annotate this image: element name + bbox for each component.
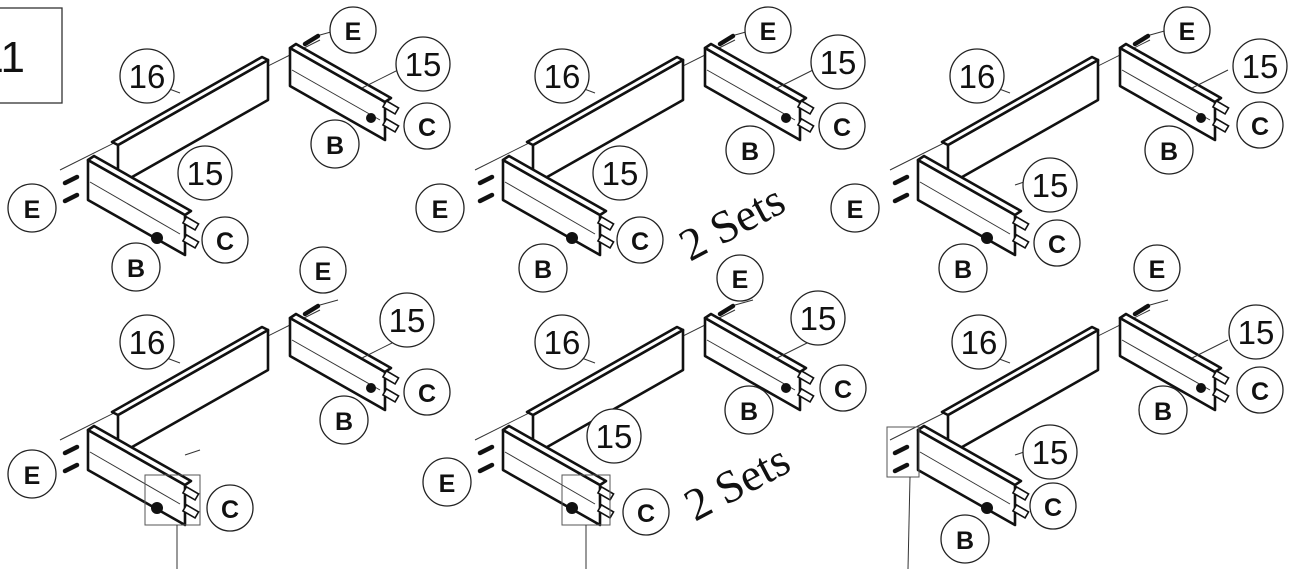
hardware-label-b: B bbox=[954, 256, 972, 284]
part-label-16: 16 bbox=[544, 58, 581, 95]
part-label-15: 15 bbox=[187, 155, 224, 192]
hardware-label-c: C bbox=[418, 114, 436, 142]
assembly-bottom-right: 16 E 15 C B 15 C B bbox=[886, 244, 1284, 569]
part-label-15: 15 bbox=[596, 418, 633, 455]
hardware-label-e: E bbox=[732, 266, 749, 294]
hardware-label-e: E bbox=[439, 470, 456, 498]
hardware-label-b: B bbox=[956, 527, 974, 555]
hardware-label-b: B bbox=[326, 132, 344, 160]
hardware-label-e: E bbox=[847, 196, 864, 224]
step-number-box: 11 bbox=[0, 7, 63, 104]
hardware-label-c: C bbox=[418, 380, 436, 408]
part-label-16: 16 bbox=[129, 324, 166, 361]
part-label-15: 15 bbox=[820, 44, 857, 81]
hardware-label-c: C bbox=[631, 228, 649, 256]
assembly-top-right: 16 E 15 C B 15 E C B bbox=[830, 6, 1288, 293]
hardware-label-b: B bbox=[1160, 138, 1178, 166]
hardware-label-b: B bbox=[741, 138, 759, 166]
part-label-15: 15 bbox=[1238, 314, 1275, 351]
hardware-label-c: C bbox=[1048, 231, 1066, 259]
detail-callout-box bbox=[886, 426, 920, 478]
part-label-15: 15 bbox=[1032, 167, 1069, 204]
part-label-15: 15 bbox=[1032, 434, 1069, 471]
assembly-bottom-middle: 16 E 15 C B 15 E C bbox=[422, 254, 867, 569]
part-label-15: 15 bbox=[389, 302, 426, 339]
step-number: 11 bbox=[0, 33, 25, 82]
part-label-15: 15 bbox=[800, 300, 837, 337]
assembly-top-middle: 16 E 15 C B 15 E C B bbox=[415, 6, 866, 293]
part-label-15: 15 bbox=[602, 155, 639, 192]
assembly-top-left: 16 E 15 C B 15 E C B bbox=[7, 6, 451, 292]
hardware-label-b: B bbox=[534, 256, 552, 284]
hardware-label-b: B bbox=[127, 255, 145, 283]
sets-note-bottom: 2 Sets bbox=[676, 434, 798, 531]
hardware-label-e: E bbox=[24, 196, 41, 224]
hardware-label-c: C bbox=[637, 500, 655, 528]
assembly-bottom-left: 16 E 15 C B E C bbox=[7, 246, 451, 569]
part-label-15: 15 bbox=[405, 46, 442, 83]
hardware-label-c: C bbox=[834, 376, 852, 404]
hardware-label-b: B bbox=[1154, 398, 1172, 426]
part-label-16: 16 bbox=[961, 324, 998, 361]
part-label-15: 15 bbox=[1242, 48, 1279, 85]
hardware-label-e: E bbox=[1149, 256, 1166, 284]
hardware-label-e: E bbox=[1179, 18, 1196, 46]
part-label-16: 16 bbox=[544, 324, 581, 361]
hardware-label-c: C bbox=[221, 496, 239, 524]
hardware-label-c: C bbox=[1251, 113, 1269, 141]
hardware-label-e: E bbox=[760, 18, 777, 46]
hardware-label-c: C bbox=[1044, 494, 1062, 522]
hardware-label-e: E bbox=[432, 196, 449, 224]
hardware-label-c: C bbox=[1251, 378, 1269, 406]
hardware-label-e: E bbox=[345, 18, 362, 46]
hardware-label-e: E bbox=[24, 462, 41, 490]
part-label-16: 16 bbox=[129, 58, 166, 95]
hardware-label-c: C bbox=[216, 228, 234, 256]
hardware-label-c: C bbox=[833, 114, 851, 142]
hardware-label-b: B bbox=[740, 398, 758, 426]
detail-callout-box bbox=[144, 474, 201, 526]
hardware-label-e: E bbox=[315, 258, 332, 286]
hardware-label-b: B bbox=[335, 408, 353, 436]
part-label-16: 16 bbox=[959, 58, 996, 95]
